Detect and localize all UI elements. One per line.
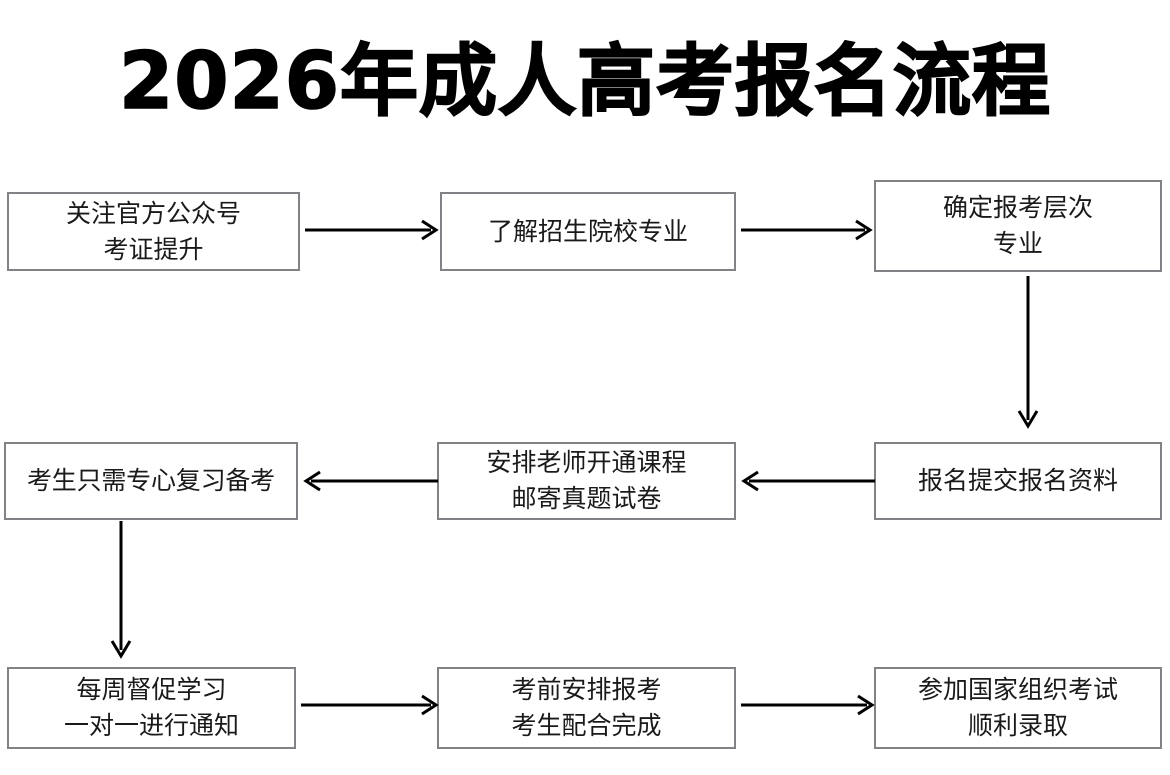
flow-node-teacher-opens-course[interactable]: 安排老师开通课程 邮寄真题试卷: [437, 442, 736, 520]
flow-node-line: 报名提交报名资料: [917, 466, 1118, 495]
flow-node-line: 考生配合完成: [511, 711, 662, 740]
flow-node-line: 考前安排报考: [511, 675, 662, 704]
arrow-right-icon: [741, 690, 875, 720]
flow-node-submit-registration-materials[interactable]: 报名提交报名资料: [874, 442, 1162, 520]
flow-node-take-national-exam[interactable]: 参加国家组织考试 顺利录取: [874, 667, 1162, 749]
arrow-right-icon: [301, 690, 439, 720]
flow-node-learn-schools-majors[interactable]: 了解招生院校专业: [440, 192, 736, 271]
flow-node-confirm-level-major[interactable]: 确定报考层次 专业: [874, 180, 1162, 272]
flow-node-line: 考生只需专心复习备考: [26, 466, 275, 495]
flow-node-line: 了解招生院校专业: [487, 216, 688, 246]
flow-node-focus-on-review[interactable]: 考生只需专心复习备考: [4, 442, 298, 520]
flow-node-line: 关注官方公众号: [65, 198, 241, 228]
flow-node-line: 确定报考层次: [942, 193, 1093, 222]
flow-node-line: 安排老师开通课程: [486, 448, 687, 477]
arrow-right-icon: [305, 215, 439, 245]
flow-node-follow-official-account[interactable]: 关注官方公众号 考证提升: [7, 192, 300, 271]
flow-node-line: 考证提升: [103, 234, 204, 264]
flow-node-line: 专业: [992, 229, 1043, 258]
flow-node-line: 一对一进行通知: [63, 711, 239, 740]
flow-node-line: 邮寄真题试卷: [511, 484, 662, 513]
arrow-down-icon: [1010, 276, 1046, 429]
arrow-left-icon: [303, 466, 438, 496]
arrow-left-icon: [741, 466, 875, 496]
arrow-right-icon: [741, 215, 873, 245]
flow-node-weekly-study-supervision[interactable]: 每周督促学习 一对一进行通知: [7, 667, 296, 749]
flow-node-line: 顺利录取: [967, 711, 1068, 740]
flow-node-line: 参加国家组织考试: [917, 675, 1118, 704]
flow-node-line: 每周督促学习: [76, 675, 227, 704]
arrow-down-icon: [103, 521, 139, 659]
page-title: 2026年成人高考报名流程: [118, 36, 1052, 128]
flow-node-pre-exam-registration[interactable]: 考前安排报考 考生配合完成: [437, 667, 736, 749]
